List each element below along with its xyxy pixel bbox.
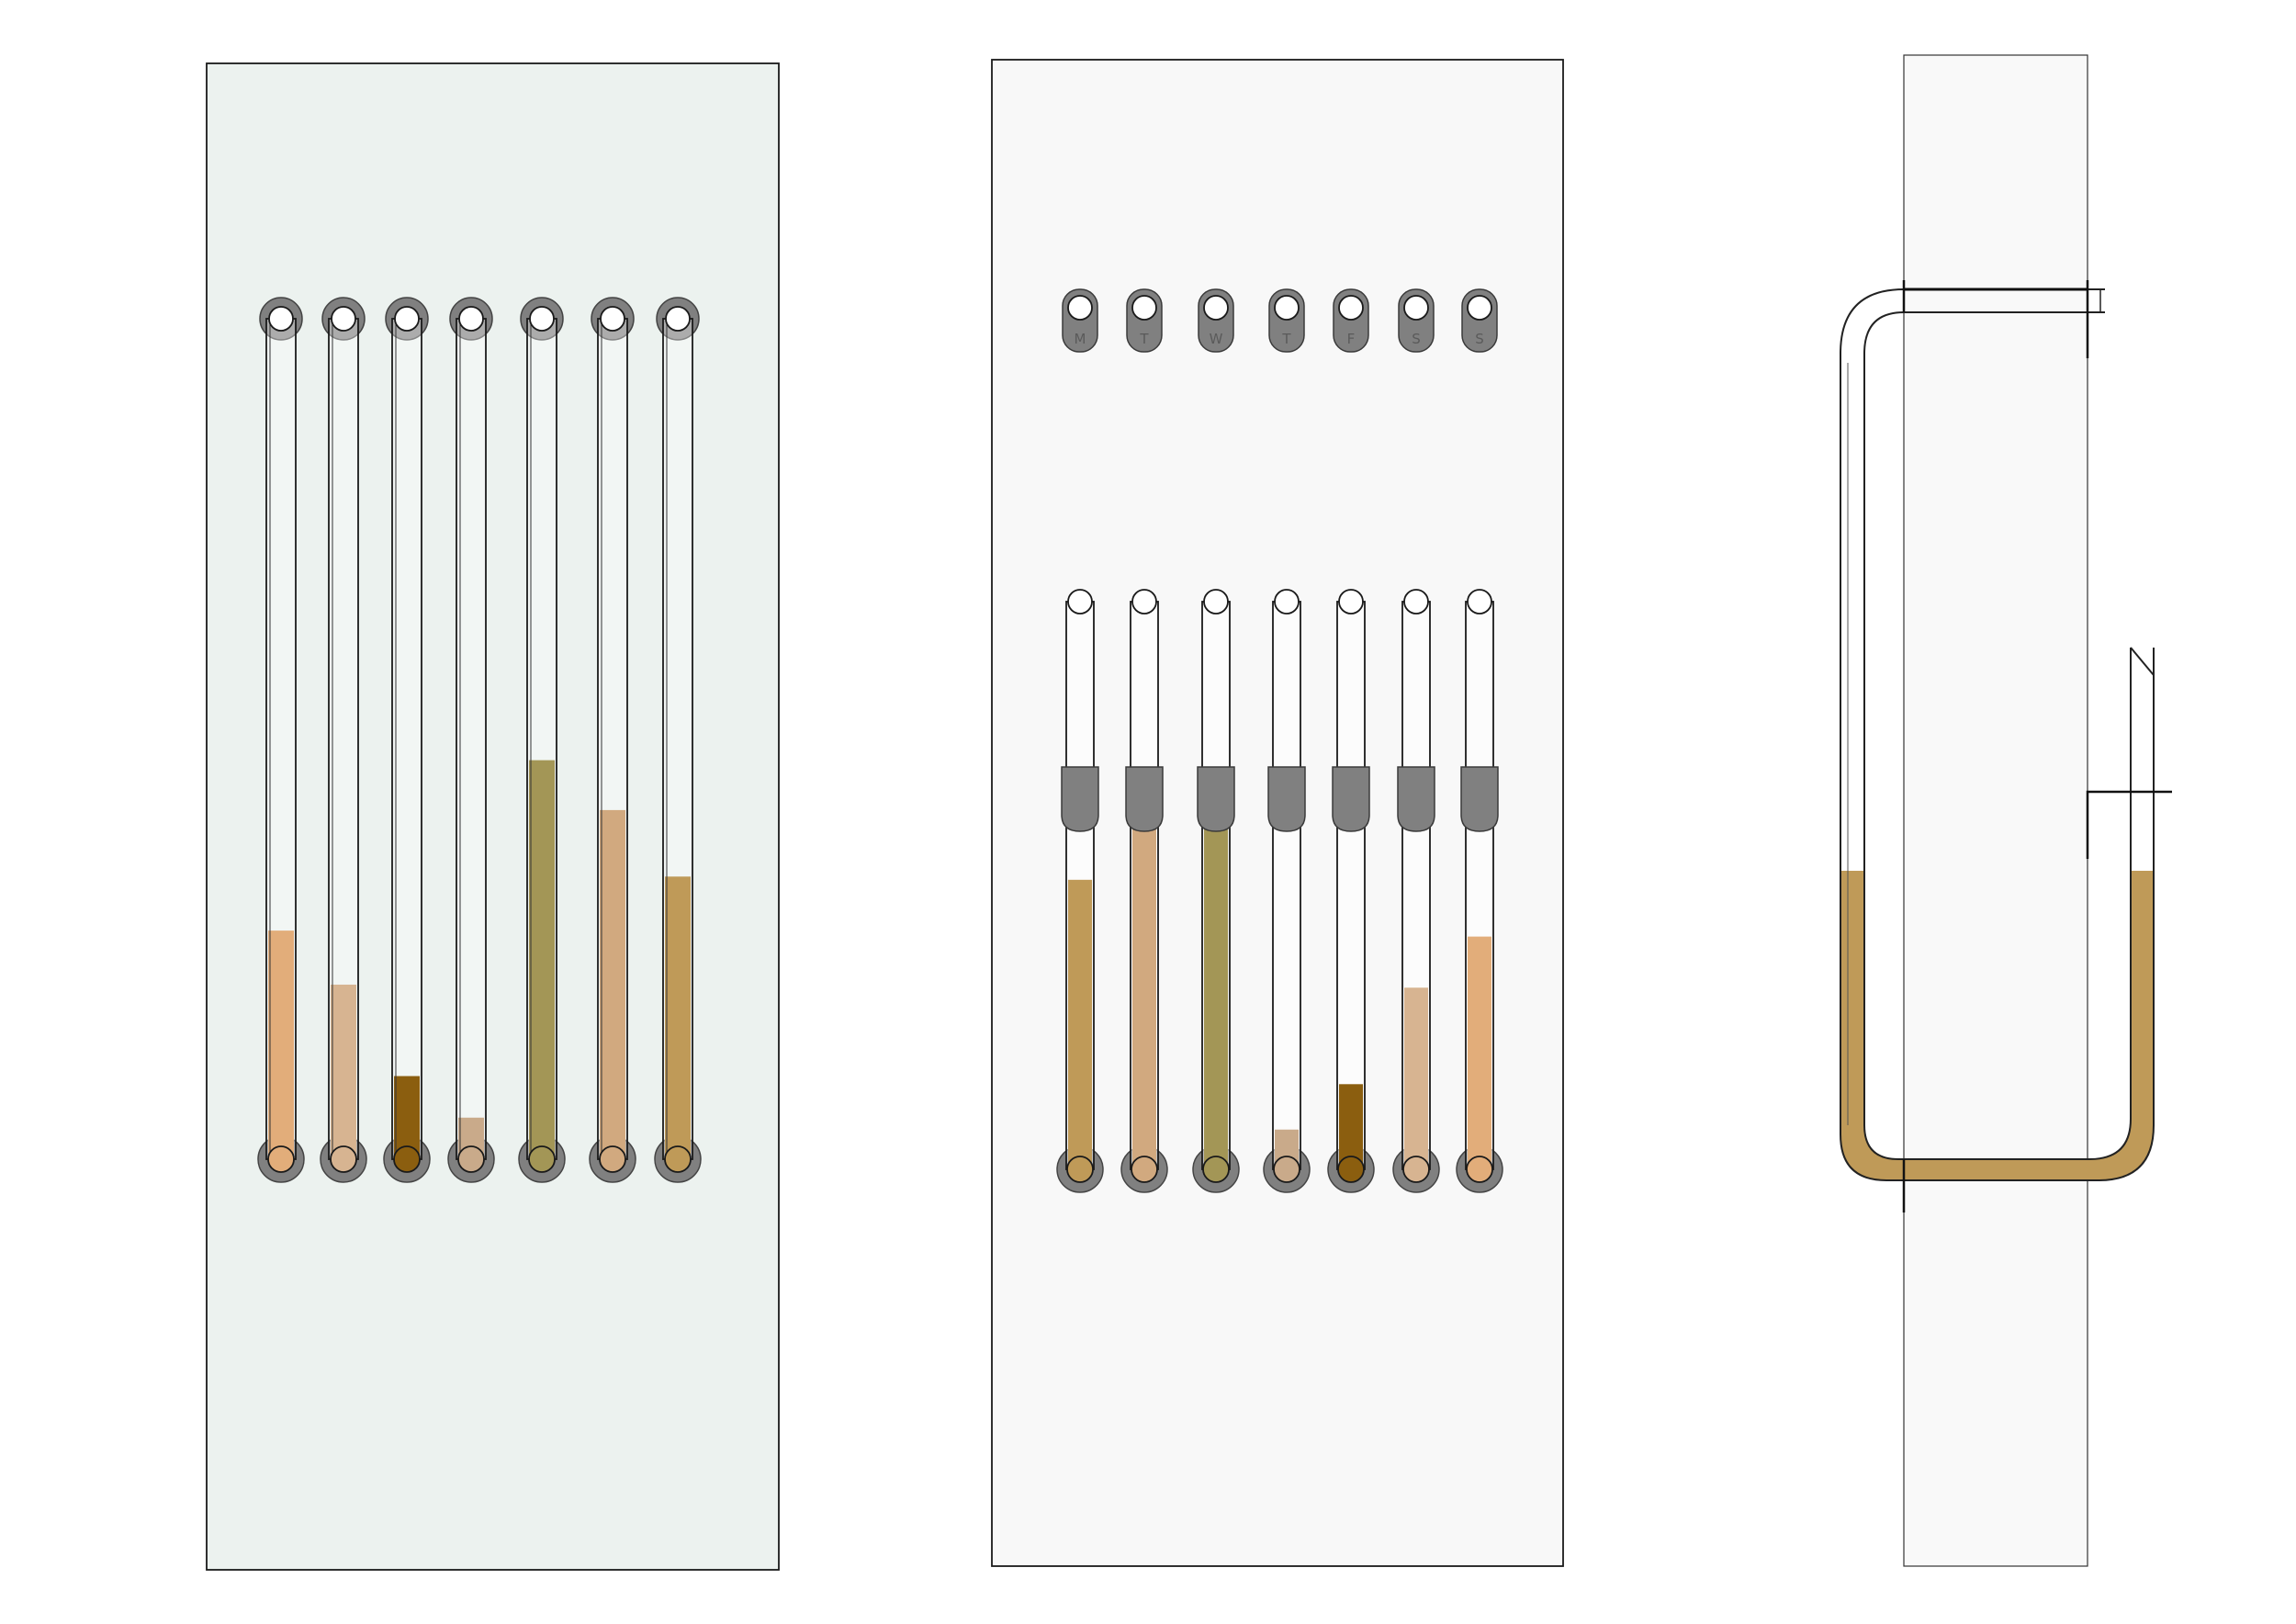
tube-top-opening [1403,589,1429,615]
tube-top-opening [1338,589,1364,615]
tube-liquid [1068,879,1092,1169]
tube-liquid [665,876,691,1159]
tube-top-opening [1467,589,1492,615]
tube-liquid [1204,772,1228,1169]
tube-liquid [1404,987,1428,1169]
tube-clip [1267,766,1306,832]
tube-glass [391,318,422,1160]
tube-liquid [600,809,625,1159]
tube-bottom-end [528,1145,556,1173]
day-tab: S [1461,288,1498,353]
tube-clip [1332,766,1370,832]
side-panel-view [1840,54,2172,1567]
tube-clip [1397,766,1435,832]
middle-tube-4: T [1263,288,1311,1193]
tube-top-opening [1203,589,1229,615]
side-tube-open-end [2087,288,2101,313]
day-tab: T [1126,288,1163,353]
day-label: T [1281,331,1291,347]
middle-tube-1: M [1056,288,1104,1193]
tube-top-opening [268,306,294,332]
day-tab-hole [1203,295,1229,321]
tube-top-opening [1067,589,1093,615]
tube-bottom-end [267,1145,295,1173]
day-tab-hole [1403,295,1429,321]
tube-liquid [331,984,356,1159]
tube-top-opening [665,306,691,332]
day-label: T [1139,331,1149,347]
tube-bottom-end [1066,1156,1094,1183]
tube-clip [1125,766,1164,832]
tube-top-opening [458,306,484,332]
front-tube-6 [589,297,636,1183]
day-label: S [1475,331,1484,347]
middle-tube-6: S [1392,288,1440,1193]
tube-glass [1272,601,1301,1170]
tube-bottom-end [330,1145,357,1173]
tube-liquid [529,760,555,1159]
tube-top-opening [394,306,420,332]
tube-top-opening [529,306,555,332]
tube-bottom-end [1131,1156,1158,1183]
tube-bottom-end [1402,1156,1430,1183]
side-tube-outer-wall [1840,288,2155,1181]
day-tab: W [1198,288,1234,353]
middle-tube-5: F [1327,288,1375,1193]
front-tube-2 [320,297,367,1183]
tube-liquid [1339,1084,1363,1169]
front-tube-1 [257,297,305,1183]
middle-tube-3: W [1192,288,1240,1193]
tube-clip [1061,766,1099,832]
tube-bottom-end [1202,1156,1230,1183]
front-panel-view [206,62,780,1571]
tube-top-opening [331,306,356,332]
side-tube-inner-wall [1863,311,2132,1160]
side-tube-bevel [2130,647,2155,676]
day-tab-hole [1131,295,1157,321]
day-label: S [1412,331,1421,347]
tube-top-opening [1131,589,1157,615]
tube-bottom-end [1337,1156,1365,1183]
day-tab-hole [1467,295,1492,321]
middle-tube-7: S [1456,288,1503,1193]
tube-bottom-end [1466,1156,1493,1183]
front-tube-7 [654,297,702,1183]
tube-glass [456,318,487,1160]
side-mid-clip [2086,790,2172,859]
front-tube-3 [383,297,431,1183]
day-tab-hole [1274,295,1300,321]
side-panel-board [1903,54,2088,1567]
tube-clip [1460,766,1499,832]
tube-liquid [1468,936,1491,1169]
day-label: M [1075,331,1086,347]
day-tab: M [1062,288,1098,353]
day-tab-hole [1067,295,1093,321]
tube-top-opening [1274,589,1300,615]
tube-liquid [268,930,294,1159]
side-tube-liquid [1840,871,2154,1180]
tube-bottom-end [1273,1156,1300,1183]
tube-liquid [1132,806,1156,1169]
day-tab: S [1398,288,1435,353]
front-tube-4 [447,297,495,1183]
day-label: W [1210,331,1223,347]
day-tab-hole [1338,295,1364,321]
tube-top-opening [600,306,625,332]
tube-bottom-end [664,1145,692,1173]
tube-bottom-end [599,1145,626,1173]
middle-tube-2: T [1120,288,1168,1193]
day-tab: F [1333,288,1369,353]
day-tab: T [1268,288,1305,353]
tube-liquid [394,1076,420,1159]
day-label: F [1347,331,1356,347]
tube-bottom-end [457,1145,485,1173]
front-tube-5 [518,297,566,1183]
tube-bottom-end [393,1145,421,1173]
tube-clip [1197,766,1235,832]
